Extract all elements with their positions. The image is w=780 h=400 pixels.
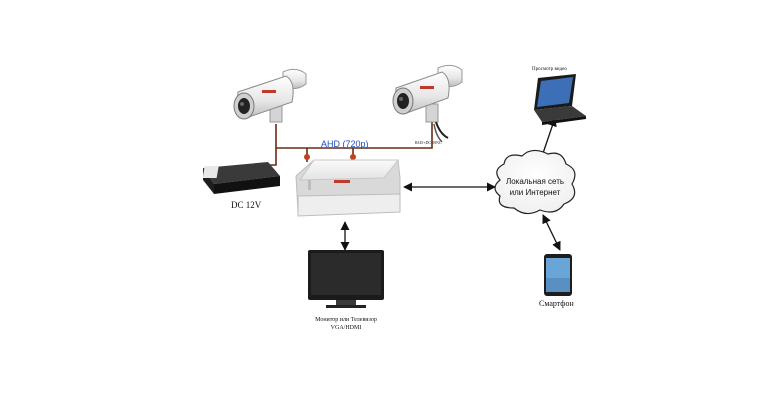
cloud-icon (494, 149, 576, 215)
laptop-icon (534, 74, 586, 125)
ahd-resolution-label: AHD (720p) (321, 139, 369, 149)
smartphone-label: Смартфон (539, 299, 574, 308)
cable-type-label: RJ45+DC+BNC (415, 140, 442, 145)
camera-right-icon (392, 64, 463, 143)
tv-monitor-icon (308, 250, 384, 308)
dvr-recorder-icon (295, 159, 401, 217)
network-label-line2: или Интернет (509, 188, 561, 197)
monitor-label-line2: VGA/HDMI (330, 325, 362, 331)
power-supply-icon (202, 162, 280, 194)
laptop-label: Просмотр видео (532, 67, 567, 72)
power-supply-label: DC 12V (231, 200, 262, 210)
junction-dots (304, 154, 356, 160)
camera-left-icon (233, 68, 307, 123)
smartphone-icon (544, 254, 572, 296)
network-label-line1: Локальная сеть (505, 177, 565, 186)
monitor-label-line1: Монитор или Телевизор (315, 317, 377, 323)
